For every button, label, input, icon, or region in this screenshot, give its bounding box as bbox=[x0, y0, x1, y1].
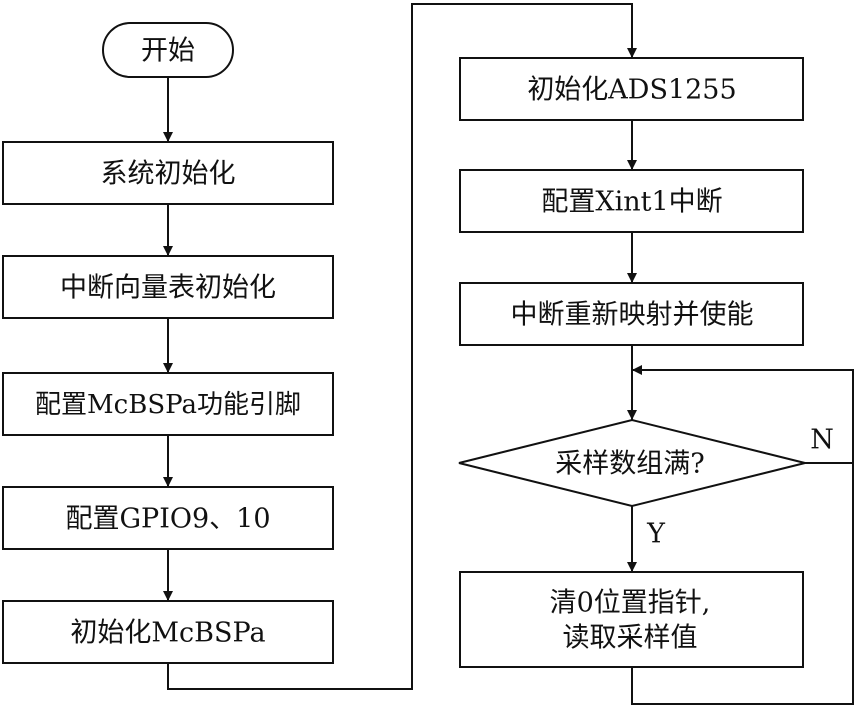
vector-init-label: 中断向量表初始化 bbox=[60, 273, 276, 304]
xint-label: 配置Xint1中断 bbox=[541, 187, 722, 218]
mcbsp-init-label: 初始化McBSPa bbox=[70, 618, 265, 649]
clear-label-line2: 读取采样值 bbox=[563, 623, 698, 654]
ads-init-label: 初始化ADS1255 bbox=[527, 75, 736, 106]
sys-init-label: 系统初始化 bbox=[101, 159, 236, 190]
mcbsp-pins-label: 配置McBSPa功能引脚 bbox=[35, 390, 301, 420]
yes-label: Y bbox=[646, 519, 666, 550]
loop-back bbox=[631, 463, 854, 705]
loop-no bbox=[632, 365, 854, 464]
clear-label-line1: 清0位置指针, bbox=[550, 588, 711, 619]
decision-label: 采样数组满? bbox=[555, 449, 704, 480]
gpio-label: 配置GPIO9、10 bbox=[65, 504, 270, 535]
start-label: 开始 bbox=[141, 36, 195, 67]
remap-label: 中断重新映射并使能 bbox=[511, 300, 754, 331]
connector-left-to-right bbox=[167, 3, 637, 690]
no-label: N bbox=[810, 425, 834, 456]
